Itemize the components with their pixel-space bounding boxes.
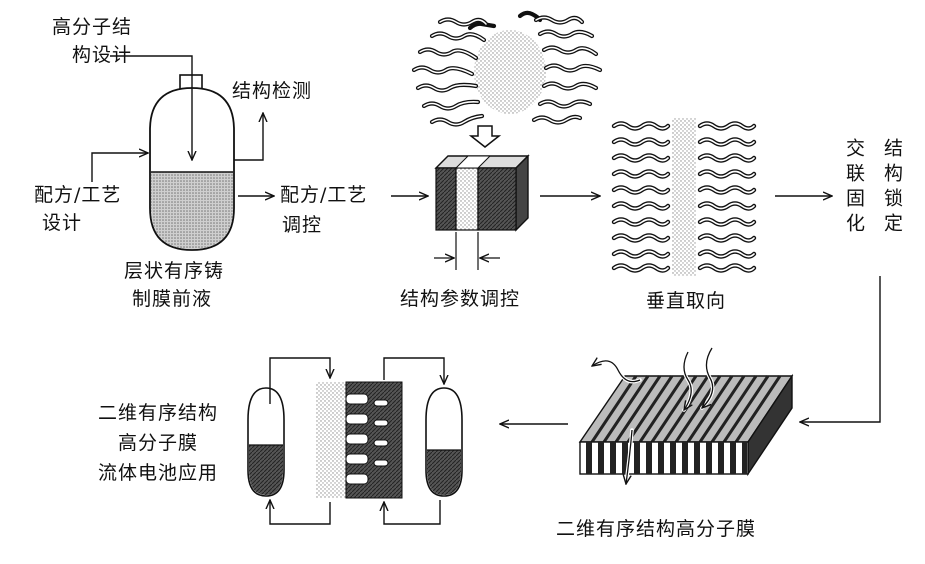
arrow-to-membrane <box>800 276 880 422</box>
micelle-bundle-icon <box>414 13 600 125</box>
label-formula-control-line2: 调控 <box>282 212 322 238</box>
label-application-line3: 流体电池应用 <box>68 460 248 486</box>
label-crosslink-curing: 交联固化 <box>846 138 868 238</box>
label-structure-parameter-control: 结构参数调控 <box>400 286 520 312</box>
label-polymer-design-line2: 构设计 <box>72 42 132 68</box>
label-formula-design-line1: 配方/工艺 <box>34 182 121 208</box>
arrow-formula-design <box>92 153 148 182</box>
membrane-slab-icon <box>580 348 792 484</box>
label-structure-detection: 结构检测 <box>232 78 312 104</box>
label-vertical-orientation: 垂直取向 <box>646 288 726 314</box>
layered-block-icon <box>434 156 528 270</box>
hollow-down-arrow-icon <box>471 126 499 147</box>
label-formula-design-line2: 设计 <box>42 210 82 236</box>
label-application-line2: 高分子膜 <box>68 430 248 456</box>
label-casting-solution-line1: 层状有序铸 <box>124 258 224 284</box>
label-application-line1: 二维有序结构 <box>68 400 248 426</box>
arrow-structure-detection <box>234 113 263 160</box>
label-casting-solution-line2: 制膜前液 <box>132 286 212 312</box>
label-formula-control-line1: 配方/工艺 <box>280 182 367 208</box>
label-structure-locking: 结构锁定 <box>884 138 906 238</box>
vertical-lamellae-icon <box>614 118 754 276</box>
label-membrane-2d-ordered: 二维有序结构高分子膜 <box>556 516 756 542</box>
flow-battery-icon <box>248 358 462 524</box>
label-polymer-design-line1: 高分子结 <box>52 14 132 40</box>
